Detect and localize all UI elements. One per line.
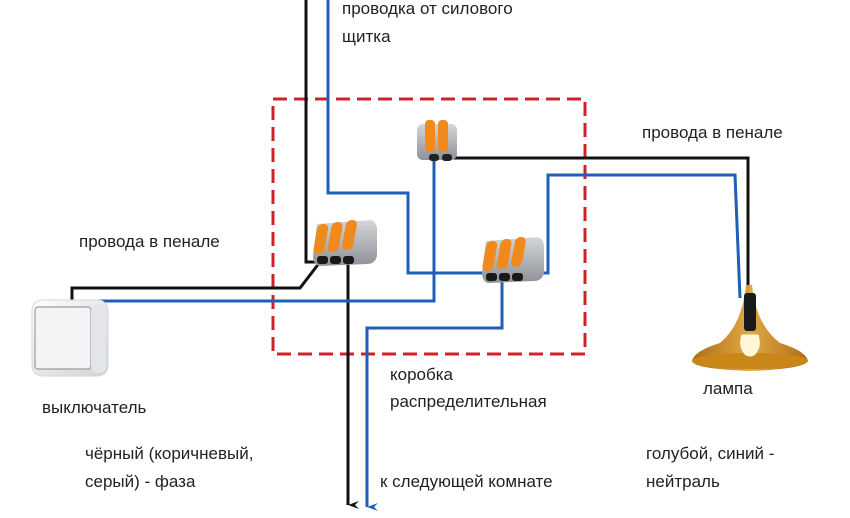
- connector-3-pole-phase: [313, 220, 377, 266]
- panel-feed-label-line2: щитка: [342, 27, 391, 46]
- phase-legend-line1: чёрный (коричневый,: [85, 444, 254, 463]
- phase-legend-line2: серый) - фаза: [85, 472, 196, 491]
- neutral-wire-to-next-room: [365, 273, 504, 511]
- next-room-label: к следующей комнате: [380, 472, 553, 491]
- switch-icon: [31, 299, 109, 377]
- distribution-box-border: [271, 97, 587, 356]
- wires-in-duct-left-label: провода в пенале: [79, 232, 220, 251]
- neutral-legend-line1: голубой, синий -: [646, 444, 775, 463]
- lamp-label: лампа: [703, 379, 753, 398]
- connector-3-pole-neutral: [482, 237, 544, 283]
- switch-label: выключатель: [42, 398, 147, 417]
- phase-wire-to-switch: [70, 261, 322, 300]
- panel-feed-label-line1: проводка от силового: [342, 0, 513, 18]
- wires-in-duct-right-label: провода в пенале: [642, 123, 783, 142]
- phase-wire-switched-to-lamp: [445, 156, 750, 300]
- box-label-line1: коробка: [390, 365, 453, 384]
- lamp-icon: [692, 285, 808, 371]
- neutral-wire-to-lamp: [520, 173, 742, 299]
- connector-2-pole: [417, 120, 457, 161]
- phase-wire-from-panel: [304, 0, 318, 264]
- neutral-legend-line2: нейтраль: [646, 472, 720, 491]
- box-label-line2: распределительная: [390, 392, 547, 411]
